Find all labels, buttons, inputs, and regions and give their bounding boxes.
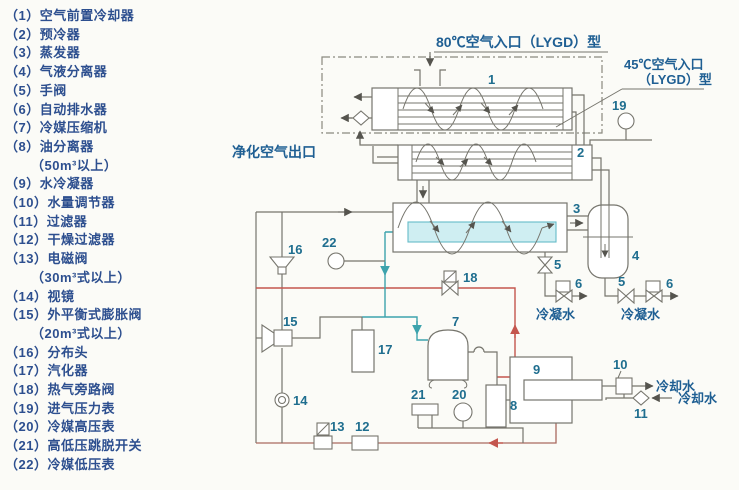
legend-item: （19）进气压力表 (5, 400, 115, 416)
component-number-13: 13 (330, 419, 344, 434)
distributor-head-16 (268, 256, 296, 275)
legend-item: （18）热气旁路阀 (5, 382, 115, 398)
auto-drain-icon (555, 280, 571, 293)
pre-cooler-2 (397, 143, 593, 181)
lygd-dashed-enclosure (321, 56, 603, 134)
legend-item: （6）自动排水器 (5, 101, 108, 117)
drier-filter-12 (351, 435, 379, 451)
solenoid-valve-13 (313, 422, 333, 450)
legend-item-note: （30m³式以上） (31, 269, 131, 285)
legend-item: （10）水量调节器 (5, 195, 115, 211)
air-inlet-80-label: 80℃空气入口（LYGD）型 (436, 34, 601, 50)
strainer-diamond-icon (352, 110, 370, 126)
component-number-1: 1 (488, 72, 495, 87)
air-pre-cooler-1 (371, 87, 573, 131)
legend-item: （16）分布头 (5, 344, 88, 360)
condensate-drain-evaporator (536, 252, 588, 304)
oil-separator-8 (485, 384, 507, 428)
legend-item-note: （50m³以上） (31, 157, 118, 173)
component-number-9: 9 (533, 362, 540, 377)
component-number-20: 20 (452, 387, 466, 402)
gas-liquid-separator-4 (583, 204, 633, 279)
legend-item: （15）外平衡式膨胀阀 (5, 307, 142, 323)
sight-glass-14 (274, 392, 290, 408)
legend-item: （8）油分离器 (5, 138, 94, 154)
component-number-14: 14 (293, 393, 308, 408)
legend-item-note: （20m³式以上） (31, 325, 131, 341)
water-regulator-10 (615, 370, 633, 395)
component-number-6: 6 (575, 276, 582, 291)
trip-switch-21 (411, 403, 439, 416)
air-circuit (340, 52, 652, 231)
expansion-valve-15 (261, 323, 293, 354)
auto-drain-icon (645, 280, 661, 293)
airflow-wave (402, 87, 544, 131)
component-number-19: 19 (612, 98, 626, 113)
cooling-water-in-label: 冷却水 (678, 391, 718, 406)
air-inlet-45-label-line2: （LYGD）型 (638, 72, 712, 87)
component-number-21: 21 (411, 387, 425, 402)
water-filter-11 (632, 390, 650, 406)
legend-item: （3）蒸发器 (5, 45, 81, 61)
diagram-labels: 80℃空气入口（LYGD）型 45℃空气入口 （LYGD）型 净化空气出口 冷凝… (232, 34, 718, 406)
component-number-6: 6 (666, 276, 673, 291)
condensate-label: 冷凝水 (536, 307, 576, 322)
legend-item: （14）视镜 (5, 288, 75, 304)
air-inlet-45-label-line1: 45℃空气入口 (624, 57, 703, 72)
legend-item: （9）水冷凝器 (5, 176, 94, 192)
legend-item: （2）预冷器 (5, 26, 81, 42)
inlet-pressure-gauge-19 (617, 112, 635, 130)
evaporator-coil-band (407, 221, 557, 243)
component-number-2: 2 (577, 145, 584, 160)
airflow-wave (415, 143, 537, 181)
legend-item: （17）汽化器 (5, 363, 88, 379)
high-pressure-gauge-20 (453, 402, 473, 422)
purified-air-outlet-label: 净化空气出口 (232, 144, 316, 160)
component-number-15: 15 (283, 314, 297, 329)
legend-item: （4）气液分离器 (5, 64, 108, 80)
water-condenser-9 (509, 356, 603, 424)
legend-item: （12）干燥过滤器 (5, 232, 115, 248)
component-number-18: 18 (463, 270, 477, 285)
legend: （1）空气前置冷却器 （2）预冷器 （3）蒸发器 （4）气液分离器 （5）手阀 … (5, 7, 142, 475)
component-number-7: 7 (452, 314, 459, 329)
component-number-5: 5 (554, 257, 561, 272)
legend-item: （22）冷媒低压表 (5, 456, 115, 472)
legend-item: （5）手阀 (5, 82, 67, 98)
legend-item: （7）冷媒压缩机 (5, 120, 108, 136)
compressor-7 (427, 329, 469, 389)
legend-item: （20）冷媒高压表 (5, 419, 115, 435)
component-number-22: 22 (322, 235, 336, 250)
component-number-4: 4 (632, 248, 640, 263)
legend-item: （11）过滤器 (5, 213, 88, 229)
evaporator-3 (392, 201, 568, 255)
legend-item: （21）高低压跳脱开关 (5, 438, 142, 454)
component-number-8: 8 (510, 398, 517, 413)
component-number-3: 3 (573, 201, 580, 216)
condensate-label: 冷凝水 (621, 307, 661, 322)
component-number-11: 11 (634, 406, 648, 421)
hot-gas-bypass-valve-18 (441, 270, 459, 297)
condenser-water-tube (523, 379, 603, 401)
low-pressure-gauge-22 (327, 252, 345, 270)
condensate-drain-separator (605, 278, 679, 305)
component-number-16: 16 (288, 242, 302, 257)
vaporizer-17 (351, 329, 375, 373)
component-number-10: 10 (613, 357, 627, 372)
component-number-17: 17 (378, 342, 392, 357)
component-number-12: 12 (355, 419, 369, 434)
legend-item: （13）电磁阀 (5, 251, 88, 267)
component-number-labels: 1 2 3 4 5 5 6 6 7 8 9 10 11 12 13 14 15 … (283, 72, 673, 434)
legend-item: （1）空气前置冷却器 (5, 8, 135, 23)
component-number-5: 5 (618, 274, 625, 289)
cooling-water-out-label: 冷却水 (656, 379, 696, 394)
